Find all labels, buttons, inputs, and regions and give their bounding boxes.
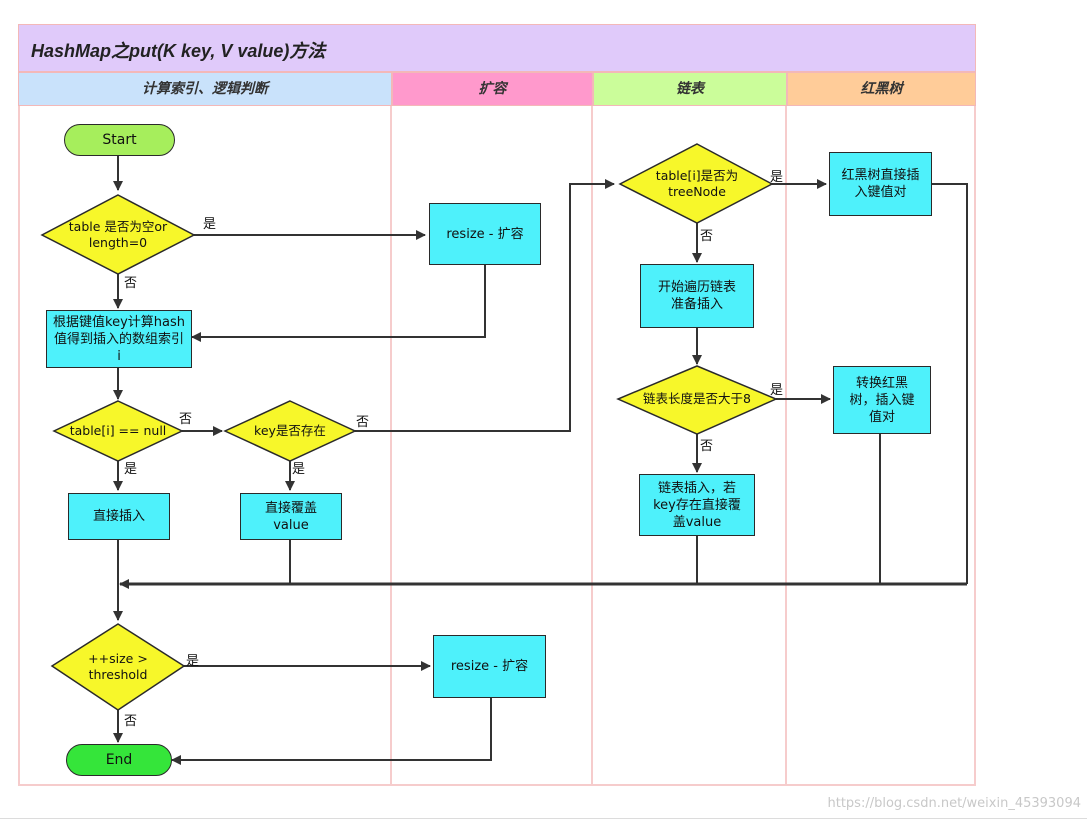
edge-label-yes: 是 [186, 654, 200, 669]
convert-tree-box: 转换红黑树，插入键值对 [833, 366, 931, 434]
lane-body-tree [787, 106, 976, 786]
lane-header-tree: 红黑树 [787, 72, 976, 106]
edge-label-yes: 是 [124, 462, 138, 477]
compute-hash-box: 根据键值key计算hash值得到插入的数组索引i [46, 310, 192, 368]
edge-label-no: 否 [700, 229, 714, 244]
decision-key-exists-text: key是否存在 [254, 423, 326, 438]
watermark-text: https://blog.csdn.net/weixin_45393094 [827, 796, 1081, 811]
decision-table-i-null-text: table[i] == null [69, 423, 167, 438]
start-node: Start [64, 124, 175, 156]
lane-body-index [18, 106, 392, 786]
bottom-divider [0, 818, 1087, 819]
decision-size-threshold-text: ++size > threshold [88, 651, 148, 682]
diagram-title: HashMap之put(K key, V value)方法 [31, 41, 326, 61]
edge-label-no: 否 [700, 439, 714, 454]
diagram-title-bar: HashMap之put(K key, V value)方法 [18, 24, 976, 72]
decision-key-exists [223, 400, 357, 462]
decision-is-treenode [618, 143, 774, 224]
decision-list-length [616, 365, 778, 435]
decision-table-i-null [52, 400, 184, 462]
edge-label-yes: 是 [203, 217, 217, 232]
list-insert-box: 链表插入，若key存在直接覆盖value [639, 474, 755, 536]
edge-label-yes: 是 [292, 462, 306, 477]
edge-label-no: 否 [124, 276, 138, 291]
lane-header-index: 计算索引、逻辑判断 [18, 72, 392, 106]
end-node: End [66, 744, 172, 776]
lane-header-list: 链表 [593, 72, 787, 106]
resize-box-1: resize - 扩容 [429, 203, 541, 265]
decision-table-empty-text: table 是否为空or length=0 [68, 219, 168, 250]
traverse-list-box: 开始遍历链表准备插入 [640, 264, 754, 328]
decision-list-length-text: 链表长度是否大于8 [643, 391, 751, 406]
decision-size-threshold [50, 623, 186, 711]
direct-insert-box: 直接插入 [68, 493, 170, 540]
lane-body-resize [392, 106, 593, 786]
edge-label-yes: 是 [770, 383, 784, 398]
edge-label-no: 否 [179, 412, 193, 427]
edge-label-yes: 是 [770, 170, 784, 185]
lane-header-resize: 扩容 [392, 72, 593, 106]
edge-label-no: 否 [124, 714, 138, 729]
overwrite-value-box: 直接覆盖 value [240, 493, 342, 540]
resize-box-2: resize - 扩容 [433, 635, 546, 698]
lane-body-list [593, 106, 787, 786]
edge-label-no: 否 [356, 415, 370, 430]
decision-table-empty [40, 194, 196, 275]
decision-is-treenode-text: table[i]是否为 treeNode [655, 168, 739, 199]
tree-insert-box: 红黑树直接插入键值对 [829, 152, 932, 216]
